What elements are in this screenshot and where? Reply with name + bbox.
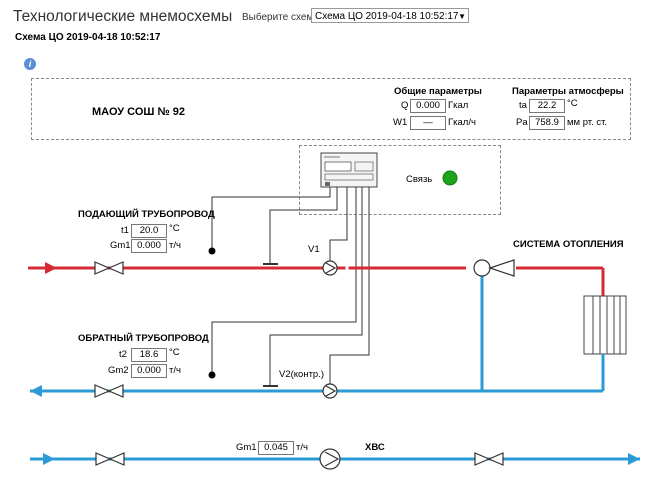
t1-unit: °С (169, 223, 180, 234)
t1-label: t1 (121, 225, 129, 236)
ta-label: ta (519, 100, 527, 111)
gm1-unit: т/ч (169, 240, 181, 251)
v1-flowmeter-icon (322, 260, 338, 276)
gm2-unit: т/ч (169, 365, 181, 376)
gm1-value: 0.000 (131, 239, 167, 253)
q-unit: Гкал (448, 100, 469, 111)
params-panel (31, 78, 631, 140)
heat-meter-device[interactable] (320, 152, 378, 188)
gm2-label: Gm2 (108, 365, 129, 376)
link-label: Связь (406, 174, 433, 185)
scheme-subtitle: Схема ЦО 2019-04-18 10:52:17 (15, 32, 161, 43)
t1-value: 20.0 (131, 224, 167, 238)
hws-gm1-label: Gm1 (236, 442, 257, 453)
t2-label: t2 (119, 349, 127, 360)
device-panel (299, 145, 501, 215)
hws-title: ХВС (365, 442, 385, 453)
school-name: МАОУ СОШ № 92 (92, 106, 186, 118)
w1-value: — (410, 116, 446, 130)
supply-pipe-title: ПОДАЮЩИЙ ТРУБОПРОВОД (78, 209, 215, 220)
q-label: Q (401, 100, 409, 111)
scheme-select[interactable]: Схема ЦО 2019-04-18 10:52:17 ▼ (311, 8, 469, 23)
return-valve-icon[interactable] (94, 384, 124, 398)
pa-label: Pa (516, 117, 528, 128)
t2-value: 18.6 (131, 348, 167, 362)
page-title: Технологические мнемосхемы (13, 8, 233, 25)
pa-value: 758.9 (529, 116, 565, 130)
pa-unit: мм рт. ст. (567, 117, 608, 128)
general-params-title: Общие параметры (394, 86, 482, 97)
hws-valve-right-icon[interactable] (474, 452, 504, 466)
return-pipe (30, 276, 605, 397)
link-status-indicator (442, 170, 458, 186)
scheme-select-value: Схема ЦО 2019-04-18 10:52:17 (315, 11, 459, 22)
supply-valve-icon[interactable] (94, 261, 124, 275)
hws-gm1-value: 0.045 (258, 441, 294, 455)
atmo-params-title: Параметры атмосферы (512, 86, 624, 97)
v1-label: V1 (308, 244, 320, 255)
ta-unit: °С (567, 98, 578, 109)
radiator-icon (583, 295, 627, 355)
hws-gm1-unit: т/ч (296, 442, 308, 453)
ta-value: 22.2 (529, 99, 565, 113)
signal-wires (211, 187, 370, 387)
return-pipe-title: ОБРАТНЫЙ ТРУБОПРОВОД (78, 333, 209, 344)
gm1-label: Gm1 (110, 240, 131, 251)
v2-flowmeter-icon (322, 383, 338, 399)
scheme-select-label: Выберите схему: (242, 12, 322, 23)
three-way-valve-icon[interactable] (473, 259, 515, 277)
q-value: 0.000 (410, 99, 446, 113)
t2-unit: °С (169, 347, 180, 358)
gm2-value: 0.000 (131, 364, 167, 378)
info-icon[interactable]: i (24, 58, 36, 70)
v2-label: V2(контр.) (279, 369, 325, 380)
hws-valve-left-icon[interactable] (95, 452, 125, 466)
w1-unit: Гкал/ч (448, 117, 476, 128)
t1-sensor-icon (208, 247, 216, 255)
chevron-down-icon: ▼ (458, 12, 466, 21)
w1-label: W1 (393, 117, 408, 128)
heating-system-title: СИСТЕМА ОТОПЛЕНИЯ (513, 239, 624, 250)
t2-sensor-icon (208, 371, 216, 379)
hws-flowmeter-icon (319, 448, 341, 470)
